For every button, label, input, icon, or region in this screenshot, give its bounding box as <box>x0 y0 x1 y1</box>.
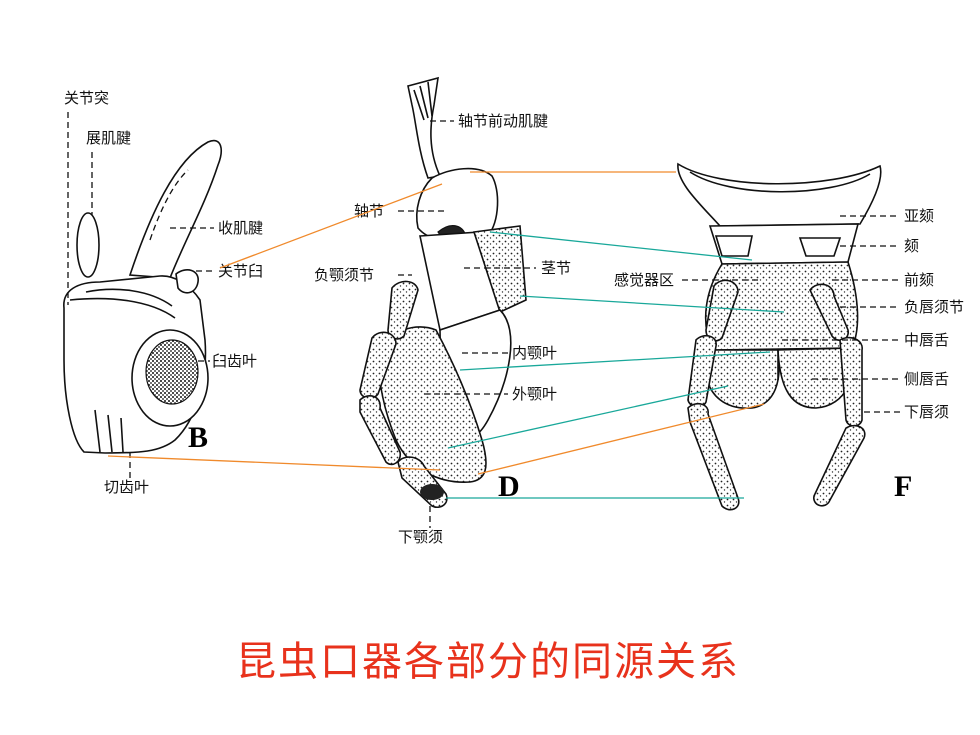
label-galea: 外颚叶 <box>512 385 557 403</box>
submentum-shape <box>677 162 882 227</box>
labium-figure <box>677 162 882 511</box>
labial-palp-left-1 <box>687 334 717 408</box>
label-molar-lobe: 臼齿叶 <box>212 352 257 370</box>
homology-connectors <box>107 171 785 499</box>
label-labial-palp: 下唇须 <box>904 403 949 421</box>
connector-stipes-prementum <box>519 295 785 313</box>
label-cardo-tendon: 轴节前动肌腱 <box>458 112 548 130</box>
panel-letter-b: B <box>188 421 208 454</box>
mandible-figure <box>63 139 222 454</box>
label-palpiger: 负唇须节 <box>904 298 964 316</box>
connector-galea-paraglossa <box>447 385 729 449</box>
connector-stipes-mentum <box>489 231 753 261</box>
label-abductor-tendon: 展肌腱 <box>86 129 131 147</box>
articular-socket-shape <box>175 269 199 294</box>
labial-palp-right-1 <box>839 336 863 427</box>
label-lacinia: 内颚叶 <box>512 344 557 362</box>
label-paraglossa: 侧唇舌 <box>904 370 949 388</box>
labial-palp-right-2 <box>813 424 866 507</box>
labial-palp-left-2 <box>687 402 740 511</box>
adductor-tendon-shape <box>128 139 222 279</box>
slide-title: 昆虫口器各部分的同源关系 <box>236 639 740 685</box>
articular-condyle-shape <box>76 212 100 278</box>
panel-d-labels: 轴节前动肌腱 轴节 茎节 负颚须节 内颚叶 外颚叶 下颚须 D <box>314 112 571 546</box>
molar-lobe-teeth <box>145 339 199 405</box>
label-articular-condyle: 关节突 <box>64 89 109 107</box>
label-sensory-area: 感觉器区 <box>614 271 674 289</box>
label-incisor-lobe: 切齿叶 <box>104 478 149 496</box>
panel-f-labels: 亚颏 颏 感觉器区 前颏 负唇须节 中唇舌 侧唇舌 下唇须 F <box>614 207 964 503</box>
maxilla-figure <box>359 76 527 509</box>
label-palpifer: 负颚须节 <box>314 266 374 284</box>
panel-letter-d: D <box>498 470 520 503</box>
mentum-window-left <box>714 235 753 257</box>
maxillary-palp-segment-2 <box>359 331 397 400</box>
connector-lacinia-glossa <box>459 351 771 371</box>
mentum-window-right <box>798 237 842 257</box>
label-adductor-tendon: 收肌腱 <box>218 219 263 237</box>
maxillary-palp-tip-dark <box>420 484 444 500</box>
connector-galea-labium <box>477 403 765 475</box>
connector-cardo-mandible <box>219 183 443 269</box>
label-stipes: 茎节 <box>541 259 571 277</box>
connector-incisor-galea <box>107 455 441 471</box>
panel-b-labels: 关节突 展肌腱 收肌腱 关节臼 臼齿叶 切齿叶 B <box>64 89 263 496</box>
label-submentum: 亚颏 <box>904 207 934 225</box>
galea-shape <box>378 326 487 483</box>
maxillary-palp-segment-3 <box>359 395 402 466</box>
label-glossa: 中唇舌 <box>904 331 949 349</box>
cardo-tendon-shape <box>407 76 442 179</box>
stipes-stippled <box>472 225 527 314</box>
label-prementum: 前颏 <box>904 271 934 289</box>
label-maxillary-palp: 下颚须 <box>398 528 443 546</box>
panel-letter-f: F <box>894 470 912 503</box>
label-articular-socket: 关节臼 <box>218 262 263 280</box>
paraglossa-left-shape <box>705 349 780 409</box>
label-mentum: 颏 <box>904 237 919 255</box>
